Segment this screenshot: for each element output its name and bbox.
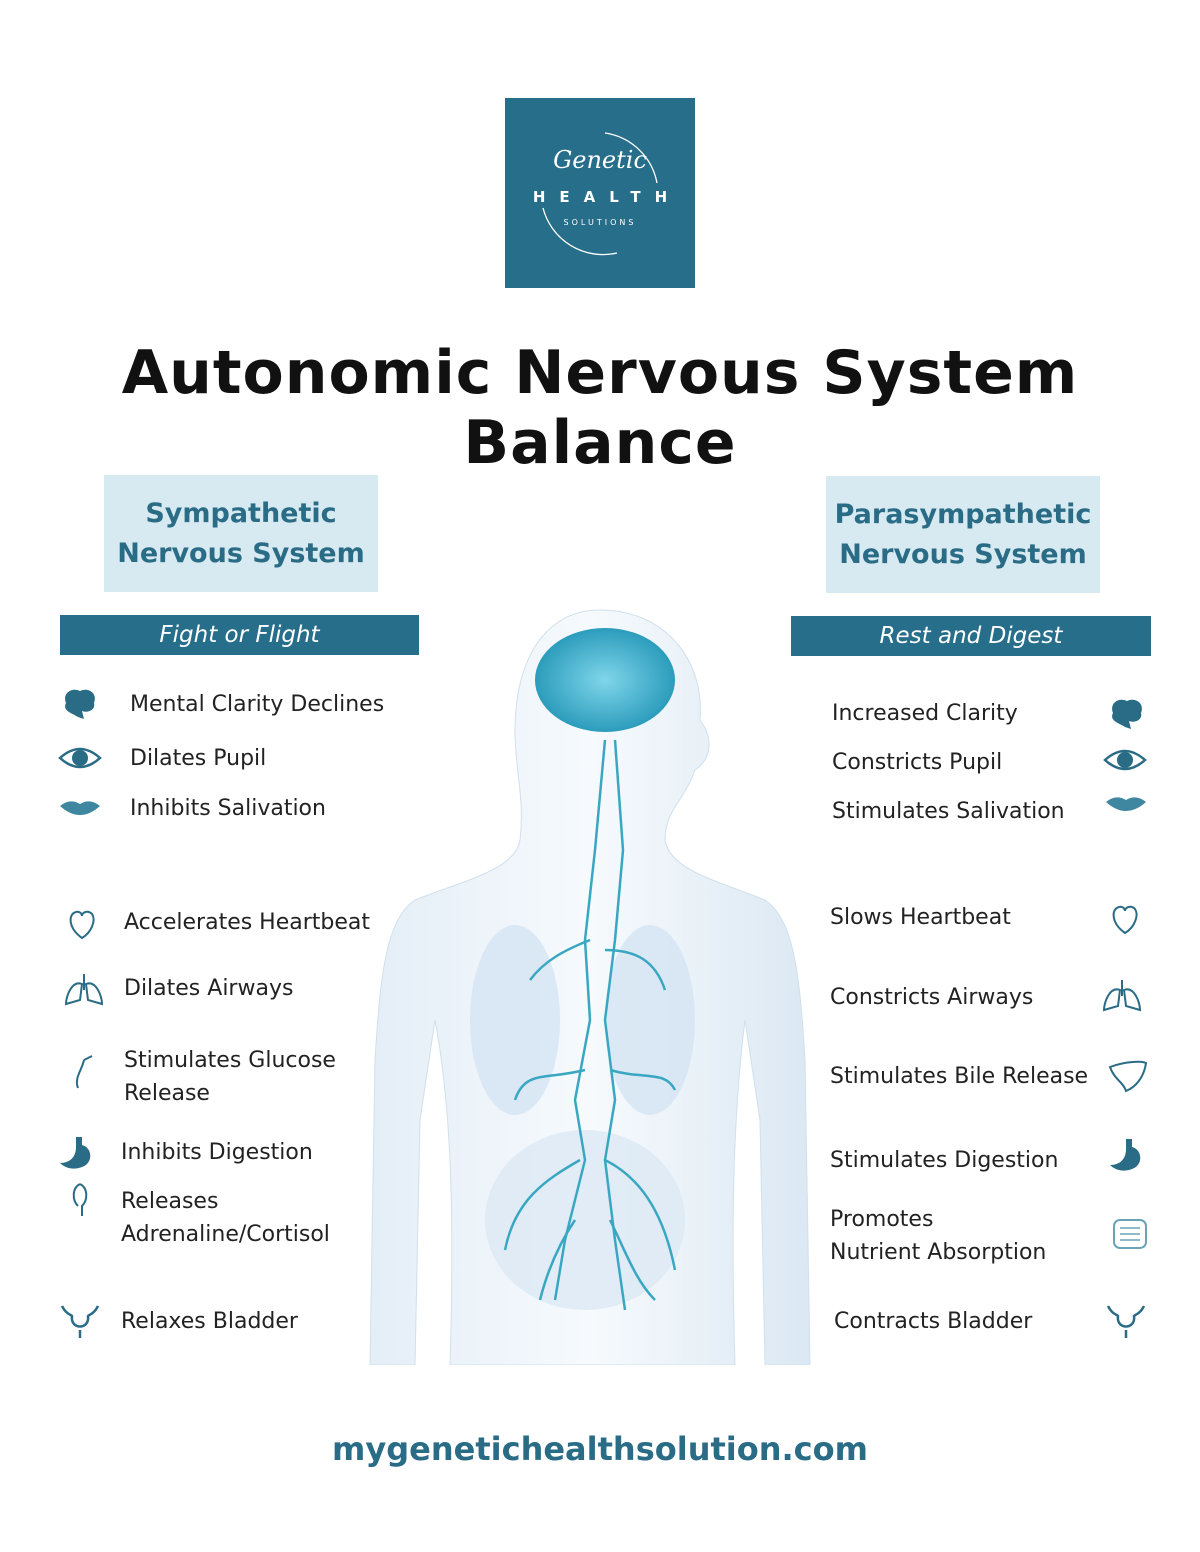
parasympathetic-item: Constricts Pupil xyxy=(832,750,1003,775)
heading-line: Nervous System xyxy=(839,538,1087,570)
parasympathetic-item: Contracts Bladder xyxy=(834,1309,1033,1334)
lips-icon xyxy=(1104,784,1148,824)
adrenal-icon xyxy=(58,1180,102,1220)
sympathetic-tagline: Fight or Flight xyxy=(60,615,419,655)
eye-icon xyxy=(58,738,102,778)
parasympathetic-item: Increased Clarity xyxy=(832,701,1018,726)
parasympathetic-item: Stimulates Salivation xyxy=(832,799,1065,824)
heart-icon xyxy=(1103,897,1147,937)
heading-line: Parasympathetic xyxy=(834,498,1092,530)
lungs-icon xyxy=(1100,976,1144,1016)
parasympathetic-item: Slows Heartbeat xyxy=(830,905,1011,930)
parasympathetic-heading: Parasympathetic Nervous System xyxy=(826,476,1100,593)
footer-url[interactable]: mygenetichealthsolution.com xyxy=(332,1430,868,1468)
bladder-icon xyxy=(1104,1300,1148,1340)
logo-ring-icon xyxy=(542,132,658,256)
stomach-icon xyxy=(1106,1135,1150,1175)
logo-script: Genetic xyxy=(553,146,647,174)
sympathetic-item: Releases Adrenaline/Cortisol xyxy=(121,1189,330,1247)
sympathetic-item: Dilates Airways xyxy=(124,976,294,1001)
bladder-icon xyxy=(58,1300,102,1340)
logo-sub: SOLUTIONS xyxy=(563,218,637,227)
body-illustration xyxy=(369,609,811,1365)
lungs-icon xyxy=(62,970,106,1010)
sympathetic-item: Mental Clarity Declines xyxy=(130,692,385,717)
lips-icon xyxy=(58,788,102,828)
nerve-paths xyxy=(503,739,677,1311)
brain-shape xyxy=(535,628,675,732)
brain-icon xyxy=(58,683,102,723)
heading-line: Sympathetic xyxy=(145,497,337,529)
heading-line: Nervous System xyxy=(117,537,365,569)
brain-icon xyxy=(1105,693,1149,733)
intestine-icon xyxy=(1108,1214,1152,1254)
eye-icon xyxy=(1103,740,1147,780)
stomach-icon xyxy=(56,1133,100,1173)
sympathetic-item: Accelerates Heartbeat xyxy=(124,910,371,935)
parasympathetic-item: Promotes Nutrient Absorption xyxy=(830,1207,1047,1265)
parasympathetic-item: Stimulates Bile Release xyxy=(830,1064,1089,1089)
heart-icon xyxy=(60,902,104,942)
sympathetic-item: Stimulates Glucose Release xyxy=(124,1048,336,1106)
parasympathetic-item: Constricts Airways xyxy=(830,985,1034,1010)
sympathetic-item: Relaxes Bladder xyxy=(121,1309,298,1334)
pancreas-icon xyxy=(62,1052,106,1092)
sympathetic-item: Dilates Pupil xyxy=(130,746,267,771)
sympathetic-heading: Sympathetic Nervous System xyxy=(104,475,378,592)
liver-icon xyxy=(1106,1057,1150,1097)
page-title: Autonomic Nervous System Balance xyxy=(121,338,1079,478)
parasympathetic-item: Stimulates Digestion xyxy=(830,1148,1059,1173)
body-silhouette xyxy=(369,609,811,1365)
logo: Genetic HEALTH SOLUTIONS xyxy=(505,98,695,288)
logo-main: HEALTH xyxy=(532,188,682,206)
parasympathetic-tagline: Rest and Digest xyxy=(791,616,1151,656)
sympathetic-item: Inhibits Digestion xyxy=(121,1140,313,1165)
sympathetic-item: Inhibits Salivation xyxy=(130,796,326,821)
